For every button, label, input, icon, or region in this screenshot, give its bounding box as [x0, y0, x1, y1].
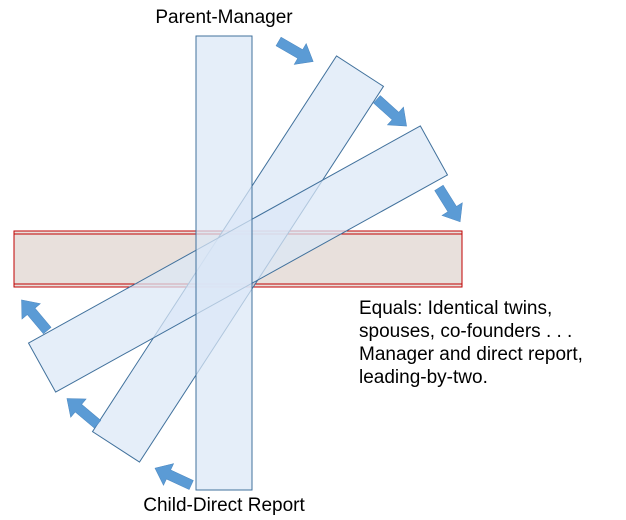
arrow-icon [275, 36, 314, 65]
equals-caption: Equals: Identical twins, spouses, co-fou… [359, 297, 583, 389]
arrow-icon [373, 95, 407, 127]
arrow-icon [434, 184, 463, 223]
arrow-icon [154, 463, 194, 490]
caption-line: spouses, co-founders . . . [359, 321, 573, 342]
caption-line: Equals: Identical twins, [359, 298, 553, 319]
vertical-bar [195, 35, 253, 491]
caption-line: Manager and direct report, [359, 344, 583, 365]
arrow-icon [21, 299, 52, 335]
caption-line: leading-by-two. [359, 367, 488, 388]
child-direct-report-label: Child-Direct Report [143, 495, 305, 516]
arrow-icon [66, 398, 102, 429]
parent-manager-label: Parent-Manager [155, 7, 293, 28]
